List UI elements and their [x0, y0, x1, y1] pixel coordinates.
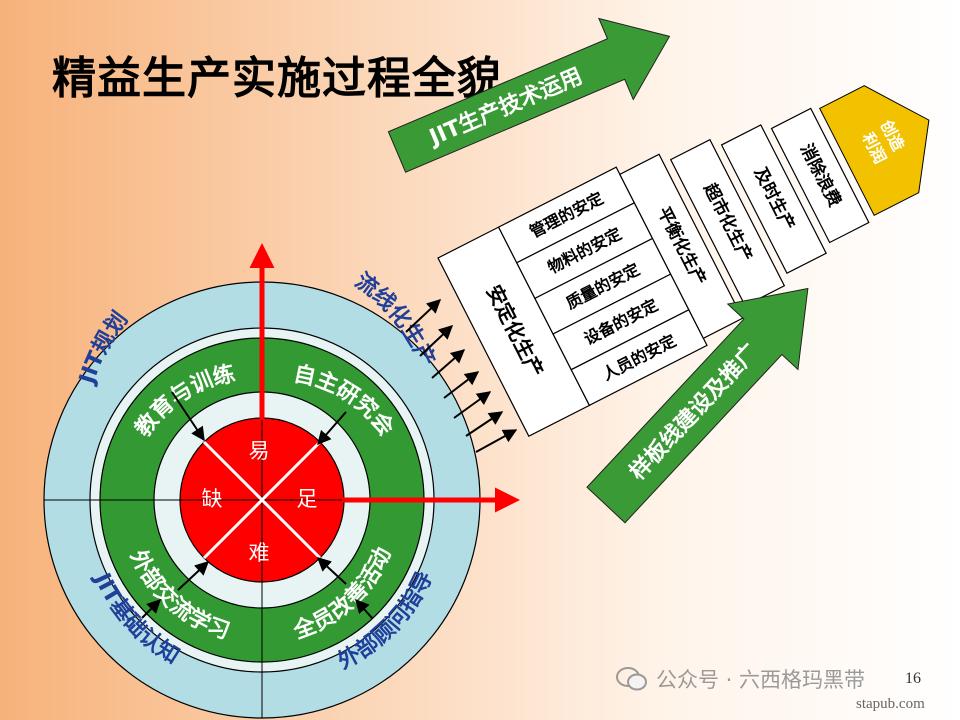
core-label-top: 易	[249, 439, 270, 463]
input-arrow-1	[405, 299, 442, 333]
watermark-text: 公众号 · 六西格玛黑带	[656, 668, 866, 692]
core-divider-b	[202, 440, 322, 560]
input-arrow-4	[443, 371, 480, 399]
stabilization-input-arrows	[405, 299, 518, 453]
arrow-outer-in-bl	[141, 599, 161, 619]
watermark: 公众号 · 六西格玛黑带	[616, 664, 865, 694]
slide-title: 精益生产实施过程全貌	[52, 53, 502, 104]
arrow-outer-in-br	[355, 598, 373, 619]
core-labels: 易 缺 足 难	[202, 439, 318, 565]
core-label-left: 缺	[202, 487, 223, 511]
stage-box-jit	[720, 124, 827, 275]
page-number: 16	[905, 670, 921, 687]
stage-box-supermarket	[669, 138, 786, 307]
profit-peak: 创造 利润	[819, 85, 930, 217]
stage-box-waste	[770, 107, 870, 244]
stage-columns: 平衡化生产 超市化生产 及时生产 消除浪费	[619, 107, 870, 340]
model-line-arrow-shape	[586, 287, 809, 524]
core-label-right: 足	[297, 487, 318, 511]
input-arrow-7	[475, 429, 518, 453]
inner-ring-arrows	[141, 391, 373, 619]
jit-arrow-shape	[387, 17, 671, 173]
stabilization-block: 安定化生产 管理的安定 物料的安定 质量的安定 设备的安定 人员的安定 平衡化生…	[437, 85, 930, 438]
input-arrow-3	[431, 349, 466, 379]
input-arrow-6	[465, 411, 504, 437]
arrow-outer-to-middle-bl	[177, 561, 210, 591]
stage-box-balance	[619, 153, 744, 340]
site-credit: stapub.com	[856, 696, 925, 712]
core-label-bottom: 难	[249, 541, 270, 565]
arrow-outer-to-middle-br	[316, 557, 347, 585]
chat-bubble-icon	[616, 667, 647, 691]
input-arrow-5	[453, 391, 492, 419]
input-arrow-2	[419, 325, 454, 357]
arrow-outer-to-middle-tl	[171, 391, 205, 442]
profit-peak-shape	[819, 85, 930, 217]
arrow-outer-to-middle-tr	[317, 411, 347, 446]
